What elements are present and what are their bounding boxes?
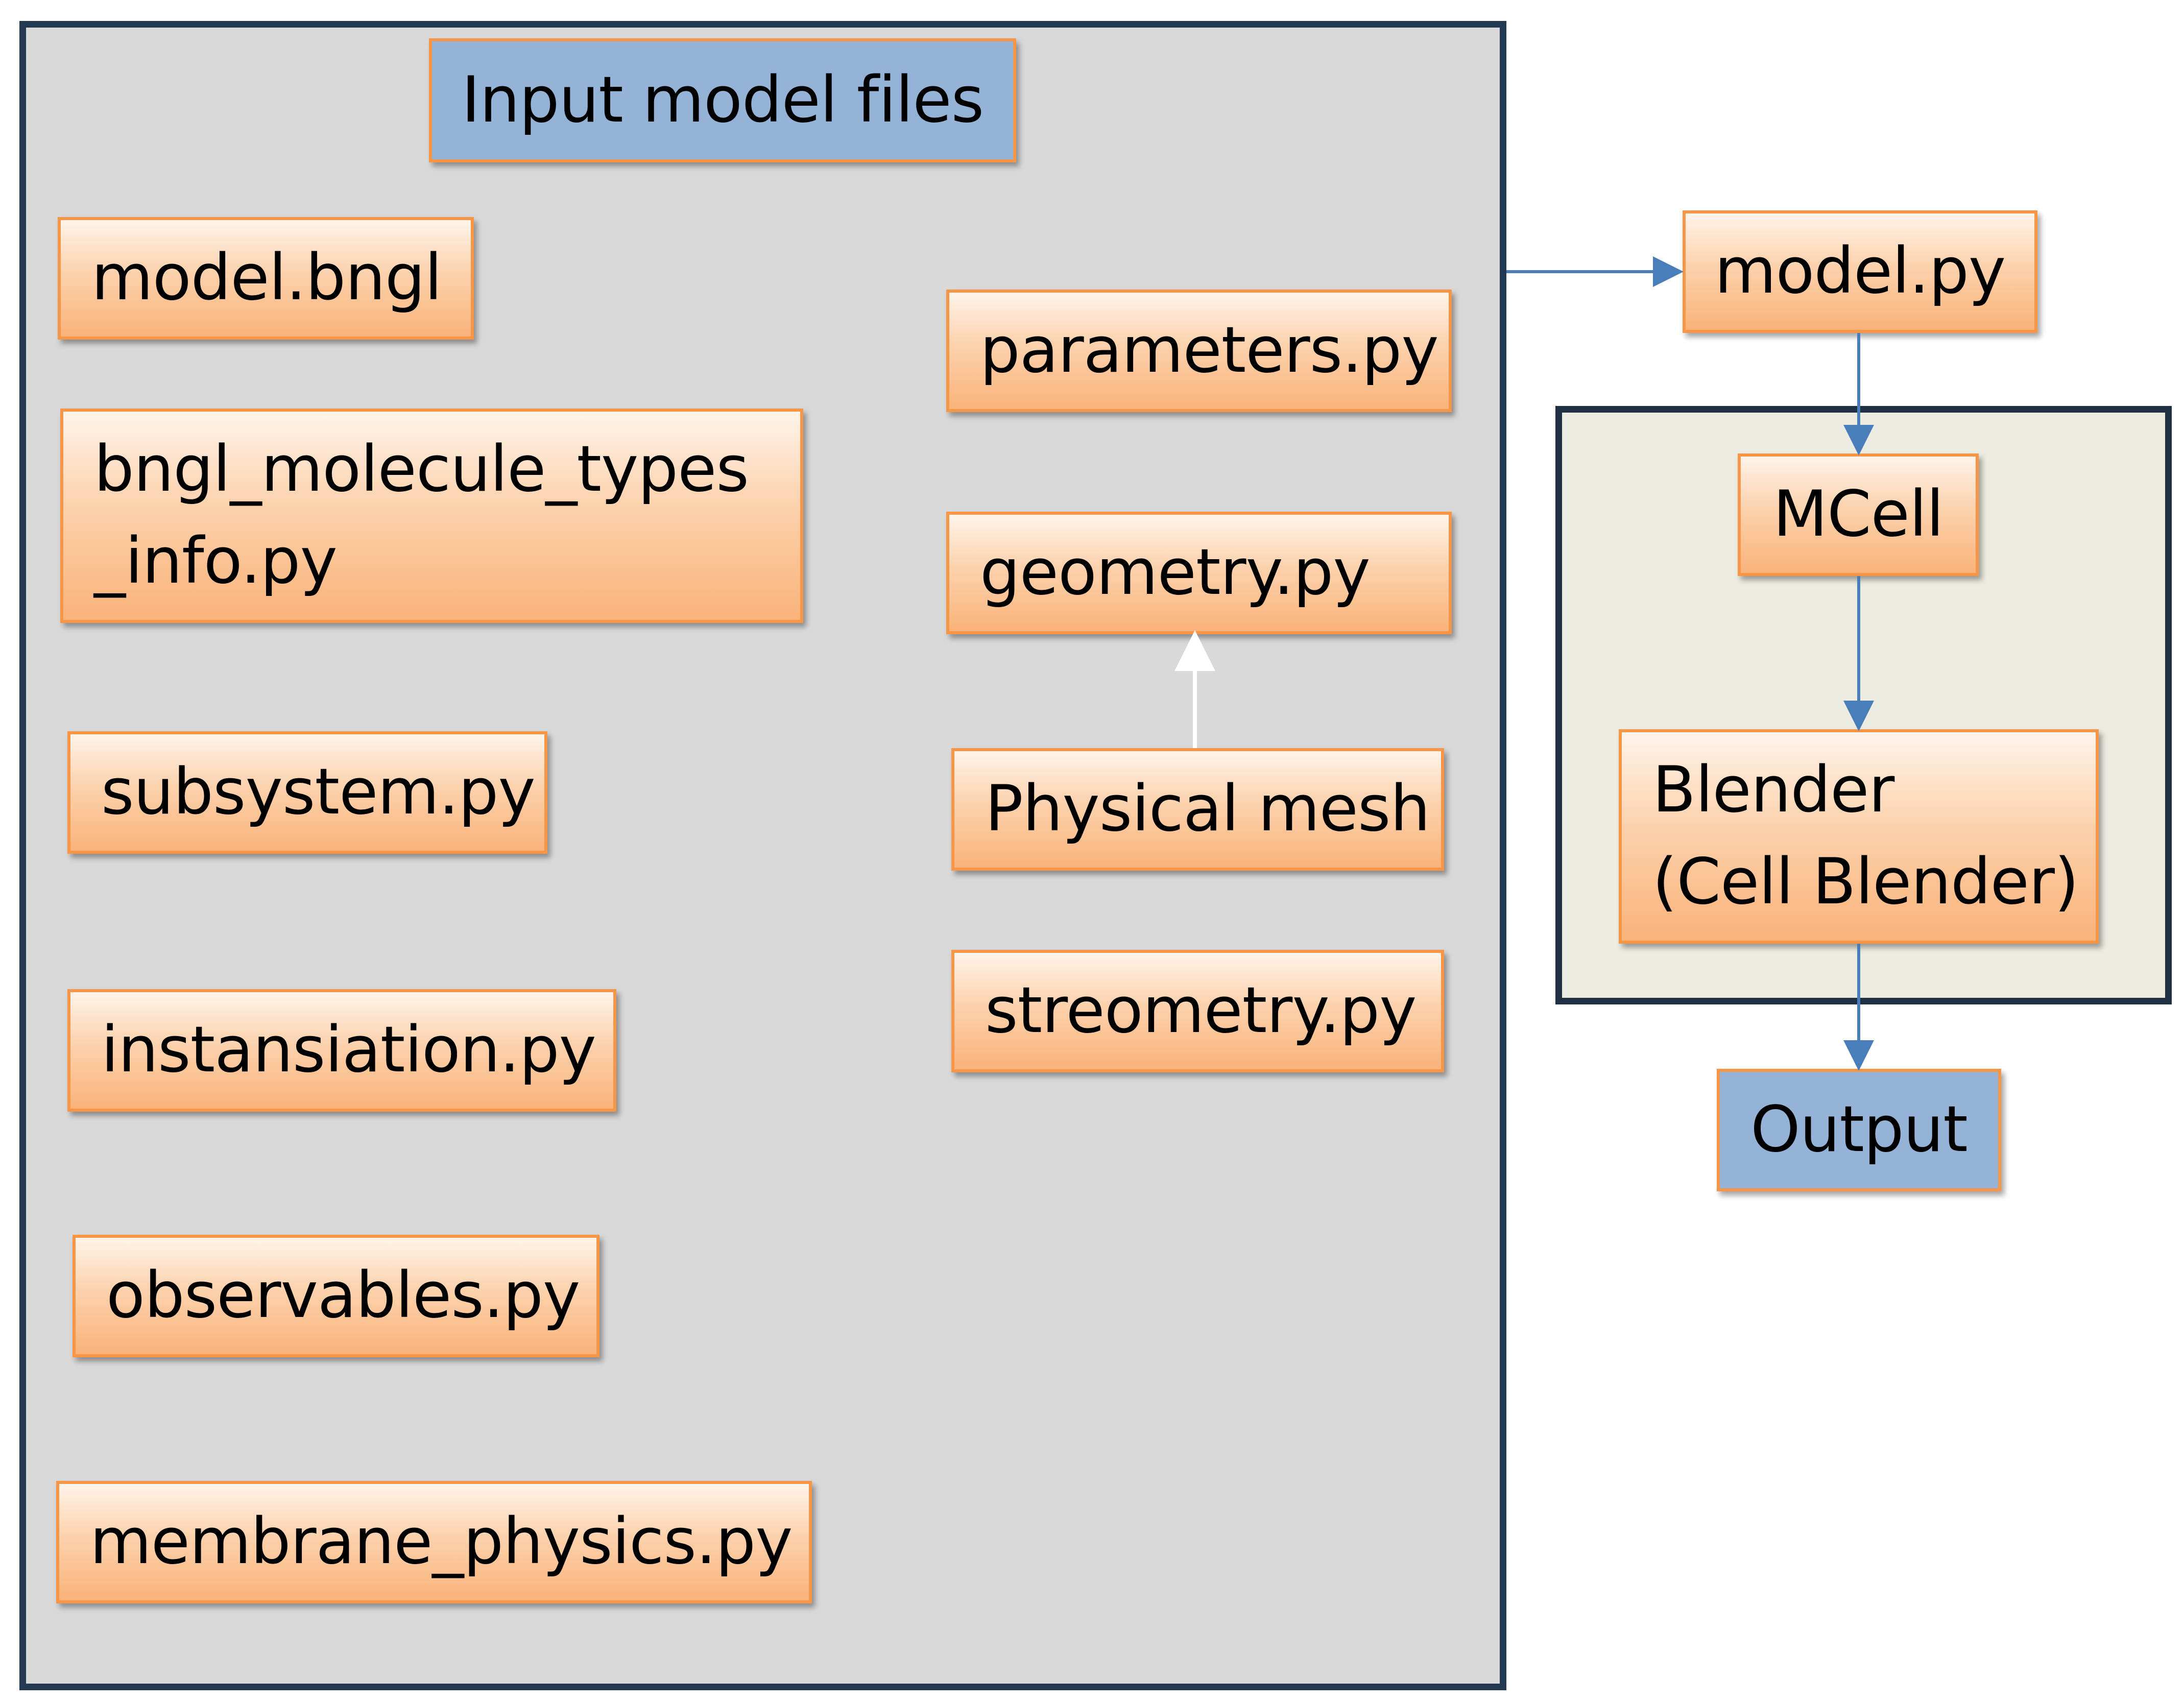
- blender-box: Blender (Cell Blender): [1619, 729, 2099, 944]
- blender-label-line-2: (Cell Blender): [1652, 845, 2079, 919]
- file-box-geometry: geometry.py: [946, 512, 1452, 634]
- mcell-label: MCell: [1773, 477, 1944, 552]
- file-label: streometry.py: [985, 974, 1417, 1048]
- file-label: geometry.py: [980, 536, 1371, 610]
- title-label: Input model files: [461, 63, 984, 137]
- file-label: parameters.py: [980, 314, 1439, 388]
- model-py-label: model.py: [1714, 234, 2006, 308]
- file-label: model.bngl: [91, 241, 442, 315]
- file-label: membrane_physics.py: [90, 1505, 793, 1579]
- output-label: Output: [1750, 1093, 1968, 1167]
- file-label-line-2: _info.py: [94, 524, 338, 598]
- output-box: Output: [1717, 1069, 2001, 1191]
- model-py-box: model.py: [1683, 210, 2037, 333]
- file-box-bngl-molecule-types-info: bngl_molecule_types _info.py: [60, 409, 803, 623]
- file-box-membrane-physics: membrane_physics.py: [56, 1481, 812, 1603]
- blender-label-line-1: Blender: [1652, 753, 1894, 827]
- file-box-physical-mesh: Physical mesh: [951, 748, 1444, 871]
- file-label: observables.py: [106, 1259, 580, 1333]
- file-label-line-1: bngl_molecule_types: [94, 433, 749, 507]
- file-label: instansiation.py: [101, 1013, 596, 1087]
- file-label: subsystem.py: [101, 755, 536, 829]
- mcell-box: MCell: [1738, 453, 1979, 576]
- file-box-streometry: streometry.py: [951, 950, 1444, 1072]
- file-box-parameters: parameters.py: [946, 290, 1452, 412]
- file-box-observables: observables.py: [73, 1235, 599, 1357]
- file-box-subsystem: subsystem.py: [67, 731, 547, 854]
- input-model-files-title: Input model files: [429, 38, 1016, 162]
- file-box-instansiation: instansiation.py: [67, 989, 616, 1112]
- file-label: Physical mesh: [985, 772, 1430, 846]
- file-box-model-bngl: model.bngl: [58, 217, 474, 340]
